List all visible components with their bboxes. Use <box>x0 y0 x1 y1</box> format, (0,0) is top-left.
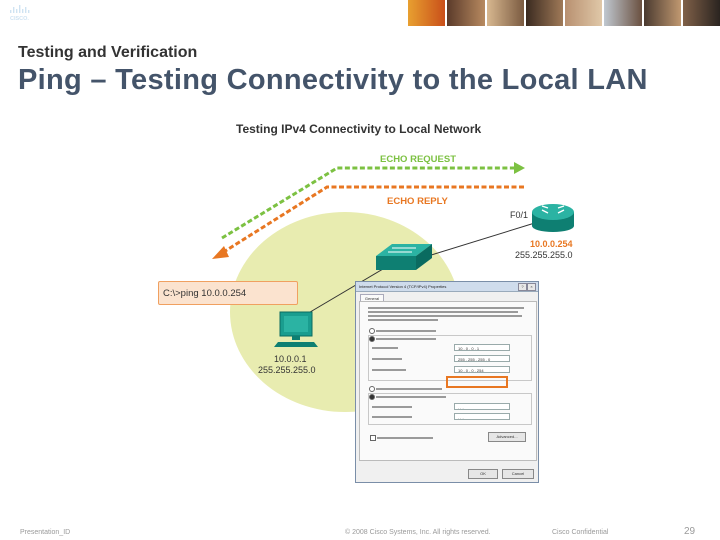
advanced-button[interactable]: Advanced... <box>488 432 526 442</box>
echo-reply-arrowhead <box>212 246 229 259</box>
link-pc-switch <box>299 265 389 319</box>
photo-5 <box>565 0 603 26</box>
preferred-dns-label <box>372 406 412 408</box>
dialog-info-text-line <box>368 319 438 321</box>
default-gateway-label <box>372 369 406 371</box>
ping-command: C:\>ping 10.0.0.254 <box>163 288 247 299</box>
use-following-dns-label <box>376 396 446 398</box>
photo-3 <box>486 0 524 26</box>
alternate-dns-input[interactable]: . . . <box>454 413 510 420</box>
ip-address-input[interactable]: 10 . 0 . 0 . 1 <box>454 344 510 351</box>
pc-icon <box>274 311 318 347</box>
preferred-dns-input[interactable]: . . . <box>454 403 510 410</box>
dialog-info-text-line <box>368 307 524 309</box>
cisco-logo: CISCO. <box>10 5 29 22</box>
photo-2 <box>447 0 485 26</box>
copyright-notice: © 2008 Cisco Systems, Inc. All rights re… <box>345 529 491 536</box>
echo-reply-arrow <box>221 185 524 255</box>
validate-settings-label <box>377 437 433 439</box>
photo-7 <box>643 0 681 26</box>
close-icon[interactable]: × <box>527 283 536 291</box>
ip-address-label <box>372 347 398 349</box>
tab-general[interactable]: General <box>360 294 384 302</box>
help-icon[interactable]: ? <box>518 283 527 291</box>
router-mask-label: 255.255.255.0 <box>515 250 573 260</box>
diagram-heading: Testing IPv4 Connectivity to Local Netwo… <box>236 122 481 136</box>
echo-request-label: ECHO REQUEST <box>380 154 456 165</box>
gateway-highlight-box <box>446 376 508 388</box>
slide-title: Ping – Testing Connectivity to the Local… <box>18 64 648 96</box>
subnet-mask-label <box>372 358 402 360</box>
presentation-id: Presentation_ID <box>20 529 71 536</box>
page-number: 29 <box>684 526 696 537</box>
dialog-info-text-line <box>368 311 518 313</box>
router-icon <box>532 204 574 232</box>
static-ip-group <box>368 335 532 381</box>
classification-label: Cisco Confidential <box>552 529 609 536</box>
dialog-title: Internet Protocol Version 4 (TCP/IPv4) P… <box>359 284 447 289</box>
use-following-dns-radio[interactable] <box>369 394 375 400</box>
obtain-dns-automatically-radio[interactable] <box>369 386 375 392</box>
link-switch-router <box>427 221 539 257</box>
echo-request-arrowhead <box>514 162 525 174</box>
svg-text:CISCO.: CISCO. <box>10 16 29 22</box>
slide-subtitle: Testing and Verification <box>18 44 198 61</box>
obtain-ip-automatically-label <box>376 330 436 332</box>
pc-mask-label: 255.255.255.0 <box>258 365 316 375</box>
echo-reply-label: ECHO REPLY <box>387 196 449 207</box>
photo-8 <box>682 0 720 26</box>
use-following-ip-radio[interactable] <box>369 336 375 342</box>
default-gateway-input[interactable]: 10 . 0 . 0 . 254 <box>454 366 510 373</box>
validate-settings-checkbox[interactable] <box>370 435 376 441</box>
cancel-button[interactable]: Cancel <box>502 469 534 479</box>
obtain-dns-automatically-label <box>376 388 442 390</box>
command-prompt-box: C:\>ping 10.0.0.254 <box>158 281 298 305</box>
photo-6 <box>604 0 642 26</box>
photo-4 <box>525 0 563 26</box>
dns-group <box>368 393 532 425</box>
photo-strip <box>408 0 720 26</box>
switch-icon <box>376 244 432 270</box>
ok-button[interactable]: OK <box>468 469 498 479</box>
router-interface-label: F0/1 <box>510 210 528 220</box>
alternate-dns-label <box>372 416 412 418</box>
obtain-ip-automatically-radio[interactable] <box>369 328 375 334</box>
router-ip-label: 10.0.0.254 <box>530 239 573 249</box>
dialog-info-text-line <box>368 315 522 317</box>
subnet-mask-input[interactable]: 255 . 255 . 255 . 0 <box>454 355 510 362</box>
dialog-titlebar: Internet Protocol Version 4 (TCP/IPv4) P… <box>356 282 538 292</box>
photo-1 <box>408 0 446 26</box>
top-banner: CISCO. <box>0 0 720 26</box>
use-following-ip-label <box>376 338 436 340</box>
pc-ip-label: 10.0.0.1 <box>274 354 307 364</box>
